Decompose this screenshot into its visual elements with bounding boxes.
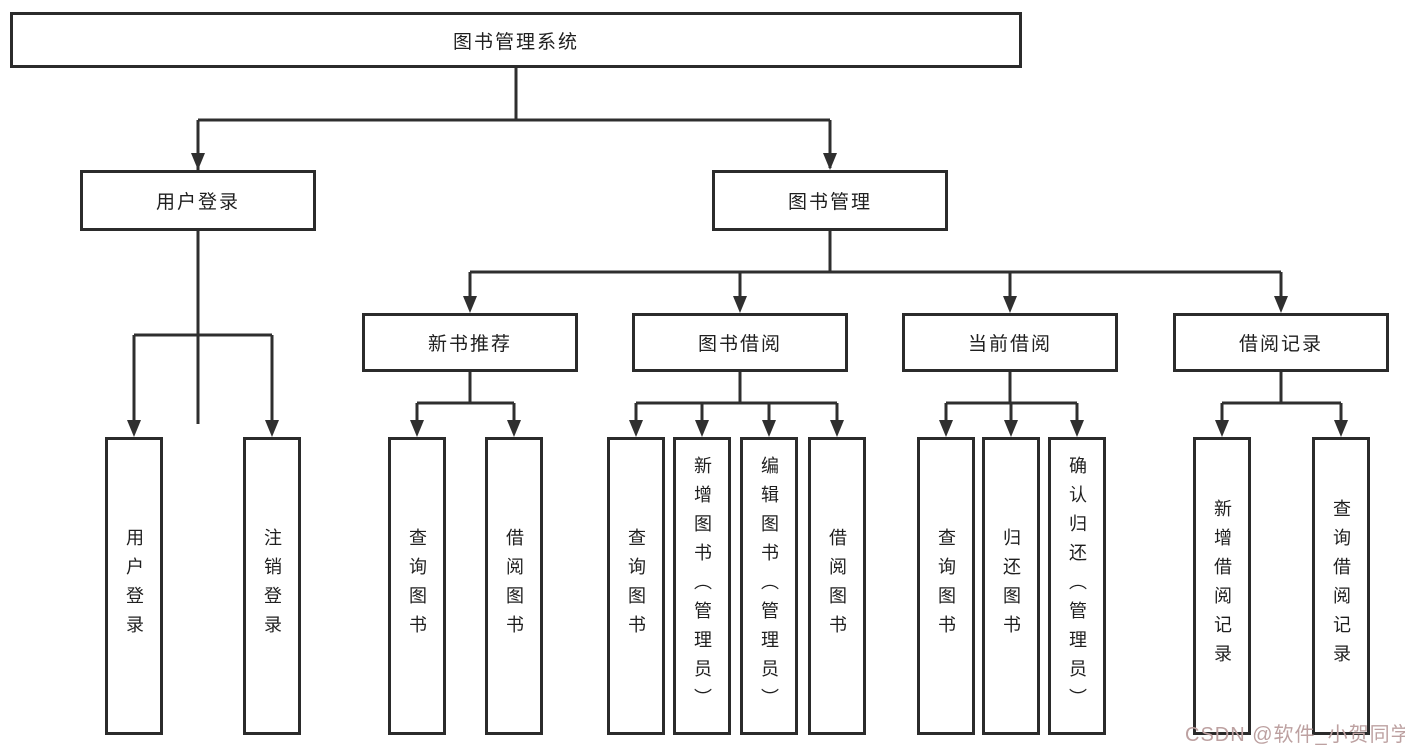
node-user-login-label: 用户登录 [155, 192, 240, 213]
leaf-borrow-books-2-label: 借阅图书 [827, 528, 847, 644]
node-current-borrow-label: 当前借阅 [967, 334, 1052, 355]
node-new-book-recommend: 新书推荐 [362, 313, 578, 372]
node-book-management: 图书管理 [712, 170, 948, 231]
leaf-query-books-1-label: 查询图书 [407, 528, 427, 644]
node-book-management-label: 图书管理 [787, 192, 872, 213]
leaf-edit-books-admin-label: 编辑图书（管理员） [759, 455, 779, 717]
leaf-edit-books-admin: 编辑图书（管理员） [740, 437, 798, 735]
leaf-logout: 注销登录 [243, 437, 301, 735]
csdn-watermark: CSDN @软件_小贺同学 [1185, 724, 1405, 746]
leaf-query-books-3-label: 查询图书 [936, 528, 956, 644]
leaf-logout-label: 注销登录 [262, 528, 282, 644]
leaf-query-books-3: 查询图书 [917, 437, 975, 735]
node-current-borrow: 当前借阅 [902, 313, 1118, 372]
leaf-add-borrow-record-label: 新增借阅记录 [1212, 499, 1232, 673]
leaf-query-books-1: 查询图书 [388, 437, 446, 735]
node-new-book-recommend-label: 新书推荐 [427, 334, 512, 355]
edge-bookborrow-branch [634, 372, 839, 425]
node-root-system: 图书管理系统 [10, 12, 1022, 68]
leaf-borrow-books-1: 借阅图书 [485, 437, 543, 735]
edge-bookmgmt-branch [468, 231, 1283, 301]
node-user-login: 用户登录 [80, 170, 316, 231]
leaf-return-books-label: 归还图书 [1001, 528, 1021, 644]
leaf-add-books-admin: 新增图书（管理员） [673, 437, 731, 735]
edge-currentborrow-branch [944, 372, 1079, 425]
leaf-query-borrow-record-label: 查询借阅记录 [1331, 499, 1351, 673]
leaf-query-books-2: 查询图书 [607, 437, 665, 735]
leaf-user-login: 用户登录 [105, 437, 163, 735]
leaf-confirm-return-admin-label: 确认归还（管理员） [1067, 455, 1087, 717]
leaf-query-borrow-record: 查询借阅记录 [1312, 437, 1370, 735]
edge-newbook-branch [415, 372, 516, 425]
leaf-add-books-admin-label: 新增图书（管理员） [692, 455, 712, 717]
node-borrow-record-label: 借阅记录 [1238, 334, 1323, 355]
leaf-confirm-return-admin: 确认归还（管理员） [1048, 437, 1106, 735]
node-borrow-record: 借阅记录 [1173, 313, 1389, 372]
edge-borrowrecord-branch [1220, 372, 1343, 425]
node-book-borrow: 图书借阅 [632, 313, 848, 372]
leaf-user-login-label: 用户登录 [124, 528, 144, 644]
node-root-label: 图书管理系统 [452, 31, 579, 53]
leaf-query-books-2-label: 查询图书 [626, 528, 646, 644]
leaf-add-borrow-record: 新增借阅记录 [1193, 437, 1251, 735]
leaf-borrow-books-2: 借阅图书 [808, 437, 866, 735]
node-book-borrow-label: 图书借阅 [697, 334, 782, 355]
leaf-return-books: 归还图书 [982, 437, 1040, 735]
edge-userlogin-branch [132, 231, 274, 425]
leaf-borrow-books-1-label: 借阅图书 [504, 528, 524, 644]
